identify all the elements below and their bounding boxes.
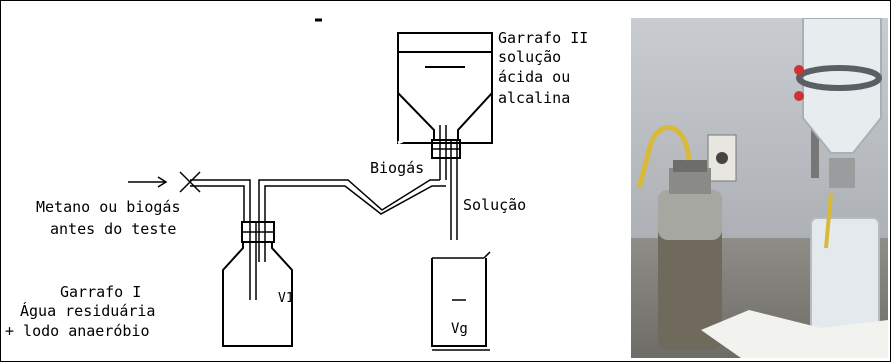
inlet-label-1: Metano ou biogás xyxy=(36,198,181,216)
flask-1-title: Garrafo I xyxy=(60,283,141,301)
flask-1 xyxy=(222,225,293,347)
photo-illustration xyxy=(631,18,888,358)
apparatus-diagram: Garrafo II solução ácida ou alcalina Bio… xyxy=(5,18,588,351)
measuring-cylinder xyxy=(431,258,487,347)
inlet-label-2: antes do teste xyxy=(50,220,176,238)
flask-1-desc-1: Água residuária xyxy=(20,301,155,320)
flask-2-title: Garrafo II xyxy=(498,29,588,47)
biogas-label: Biogás xyxy=(370,159,424,177)
flask-2-desc-1: solução xyxy=(498,48,561,66)
flask-2-body xyxy=(397,32,493,141)
solution-label: Solução xyxy=(463,196,526,214)
v1-label: V1 xyxy=(278,291,294,306)
flask-1-desc-2: + lodo anaeróbio xyxy=(5,322,150,340)
gas-tube xyxy=(190,179,446,226)
vg-label: Vg xyxy=(451,321,468,337)
flask-2-desc-2: ácida ou xyxy=(498,68,570,86)
apparatus-photo xyxy=(631,18,888,358)
flask-2-desc-3: alcalina xyxy=(498,89,570,107)
